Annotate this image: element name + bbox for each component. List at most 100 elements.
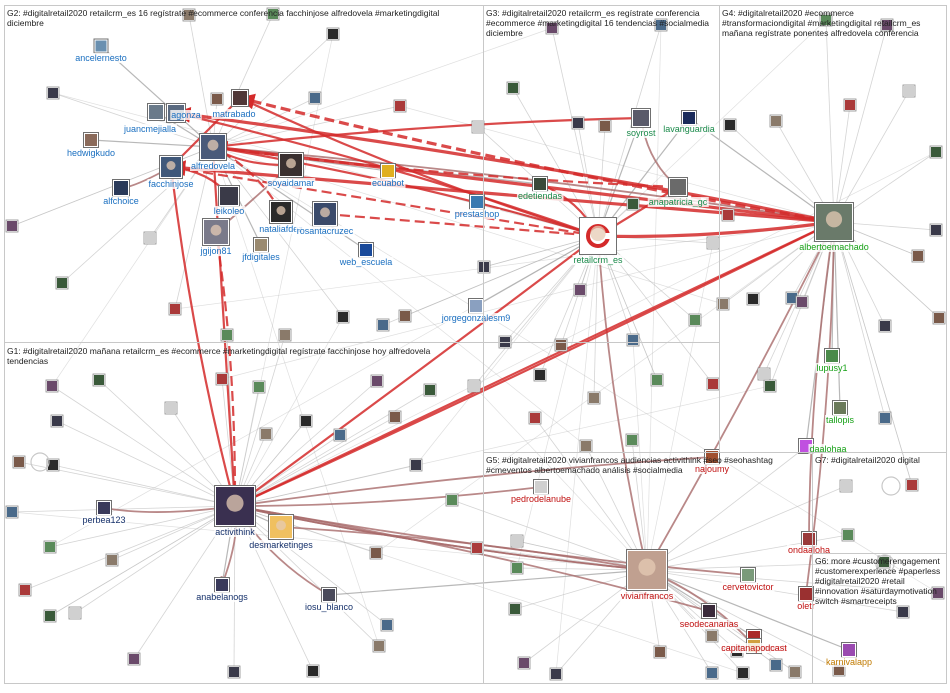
node-label: seodecanarias bbox=[680, 619, 739, 629]
minor-node-avatar bbox=[473, 122, 483, 132]
minor-node-avatar bbox=[898, 607, 908, 617]
node-avatar bbox=[95, 40, 107, 52]
node-avatar bbox=[670, 179, 686, 195]
node-albertoemachado[interactable]: albertoemachado bbox=[798, 202, 870, 253]
node-label-bg bbox=[248, 540, 315, 550]
node-avatar bbox=[633, 110, 649, 126]
edge-tallopis-albertoemachado bbox=[830, 221, 841, 409]
node-alfchoice[interactable]: alfchoice bbox=[102, 179, 140, 207]
edge-desmarketinges-vivianfrancos bbox=[280, 526, 648, 573]
node-label-bg bbox=[121, 124, 178, 134]
edge-minor bbox=[415, 235, 599, 466]
node-jfdigitales[interactable]: jfdigitales bbox=[240, 237, 282, 263]
node-rosantacruzec[interactable]: rosantacruzec bbox=[295, 201, 355, 237]
node-soyaidamar[interactable]: soyaidamar bbox=[266, 152, 316, 189]
edge-activithink-jgijon81 bbox=[212, 230, 237, 507]
node-label-bg bbox=[808, 444, 848, 454]
node-iosu_blanco[interactable]: iosu_blanco bbox=[303, 587, 355, 613]
node-agonza[interactable]: agonza bbox=[166, 103, 202, 123]
minor-node-avatar bbox=[725, 120, 735, 130]
node-activithink[interactable]: activithink bbox=[214, 485, 257, 538]
node-avatar bbox=[683, 112, 695, 124]
node-layer: ancelernesto agonza matrabado juancmejialla… bbox=[65, 38, 874, 668]
node-lavanguardia[interactable]: lavanguardia bbox=[662, 110, 716, 135]
minor-node-avatar bbox=[547, 23, 557, 33]
avatar-face bbox=[166, 161, 176, 170]
node-lupusy1[interactable]: lupusy1 bbox=[815, 348, 849, 374]
self-loop bbox=[881, 476, 901, 496]
edge-minor bbox=[632, 339, 648, 571]
minor-node-avatar bbox=[652, 375, 662, 385]
node-label: hedwigkudo bbox=[67, 148, 115, 158]
minor-node-avatar bbox=[738, 668, 748, 678]
minor-node-avatar bbox=[212, 94, 222, 104]
node-anabelanogs[interactable]: anabelanogs bbox=[195, 577, 250, 603]
node-seodecanarias[interactable]: seodecanarias bbox=[678, 603, 740, 630]
node-jgijon81[interactable]: jgijon81 bbox=[198, 218, 233, 257]
node-edetiendas[interactable]: edetiendas bbox=[516, 176, 564, 202]
edge-minor bbox=[234, 334, 286, 507]
minor-node-avatar bbox=[708, 238, 718, 248]
edge-minor bbox=[174, 221, 835, 310]
node-label-bg bbox=[295, 226, 355, 236]
minor-node-avatar bbox=[400, 311, 410, 321]
edge-retailcrm_es-facchinjose bbox=[169, 163, 599, 238]
node-prestashop[interactable]: prestashop bbox=[453, 194, 501, 220]
node-matrabado[interactable]: matrabado bbox=[211, 89, 257, 120]
minor-node-avatar bbox=[510, 604, 520, 614]
edge-minor bbox=[212, 146, 587, 447]
node-label-bg bbox=[170, 110, 202, 120]
node-daaloha[interactable]: daalohaa bbox=[798, 438, 848, 455]
node-desmarketinges[interactable]: desmarketinges bbox=[248, 514, 315, 551]
node-label-bg bbox=[240, 252, 282, 262]
edge-minor bbox=[234, 464, 417, 507]
minor-node-avatar bbox=[718, 299, 728, 309]
node-label: rosantacruzec bbox=[297, 226, 354, 236]
node-ecuabot[interactable]: ecuabot bbox=[370, 163, 406, 189]
node-cervetovictor[interactable]: cervetovictor bbox=[721, 567, 775, 593]
node-perbea123[interactable]: perbea123 bbox=[81, 500, 127, 526]
node-jorgegonzalesm9[interactable]: jorgegonzalesm9 bbox=[439, 298, 512, 324]
minor-node-avatar bbox=[931, 225, 941, 235]
node-nataliafdez[interactable]: nataliafdez bbox=[258, 200, 305, 235]
group-box-g3 bbox=[483, 5, 720, 343]
minor-node-avatar bbox=[166, 403, 176, 413]
node-label: najoumy bbox=[695, 464, 730, 474]
node-web_escuela[interactable]: web_escuela bbox=[337, 242, 394, 268]
node-capitanapodcast[interactable]: capitanapodcast bbox=[720, 638, 789, 654]
node-label-bg bbox=[625, 128, 657, 138]
node-avatar bbox=[703, 605, 715, 617]
minor-node-avatar bbox=[222, 330, 232, 340]
minor-node-avatar bbox=[765, 381, 775, 391]
node-facchinjose[interactable]: facchinjose bbox=[147, 155, 195, 190]
node-leikoleo[interactable]: leikoleo bbox=[212, 185, 246, 217]
edge-minor bbox=[49, 505, 236, 548]
node-avatar bbox=[834, 402, 846, 414]
node-juancmejialla[interactable]: juancmejialla bbox=[121, 103, 178, 135]
minor-node-avatar bbox=[530, 413, 540, 423]
node-avatar bbox=[706, 451, 718, 463]
edge-layer-red bbox=[166, 93, 835, 508]
node-soyrost[interactable]: soyrost bbox=[625, 108, 657, 139]
node-label: capitanapodcast bbox=[721, 643, 787, 653]
node-alfredovela[interactable]: alfredovela bbox=[189, 133, 237, 172]
node-label-bg bbox=[662, 124, 716, 134]
node-anapatricia_gc[interactable]: anapatricia_gc bbox=[647, 177, 709, 208]
node-oletr[interactable]: oletr bbox=[796, 586, 816, 612]
node-karnivalapp[interactable]: karnivalapp bbox=[824, 642, 874, 668]
node-hedwigkudo[interactable]: hedwigkudo bbox=[65, 132, 117, 159]
node-label: pedrodelanube bbox=[511, 494, 571, 504]
minor-node-avatar bbox=[880, 413, 890, 423]
minor-node-avatar bbox=[845, 100, 855, 110]
group-box-g7 bbox=[812, 452, 947, 554]
node-najoumy[interactable]: najoumy bbox=[693, 449, 731, 475]
node-pedrodelanube[interactable]: pedrodelanube bbox=[509, 479, 573, 505]
node-ancelernesto[interactable]: ancelernesto bbox=[74, 38, 128, 63]
edge-minor bbox=[473, 385, 648, 571]
node-retailcrm_es[interactable]: retailcrm_es bbox=[572, 217, 625, 266]
minor-node-avatar bbox=[338, 312, 348, 322]
node-vivianfrancos[interactable]: vivianfrancos bbox=[619, 549, 675, 602]
node-label-bg bbox=[720, 643, 789, 653]
node-tallopis[interactable]: tallopis bbox=[824, 400, 856, 426]
node-label: leikoleo bbox=[214, 206, 245, 216]
